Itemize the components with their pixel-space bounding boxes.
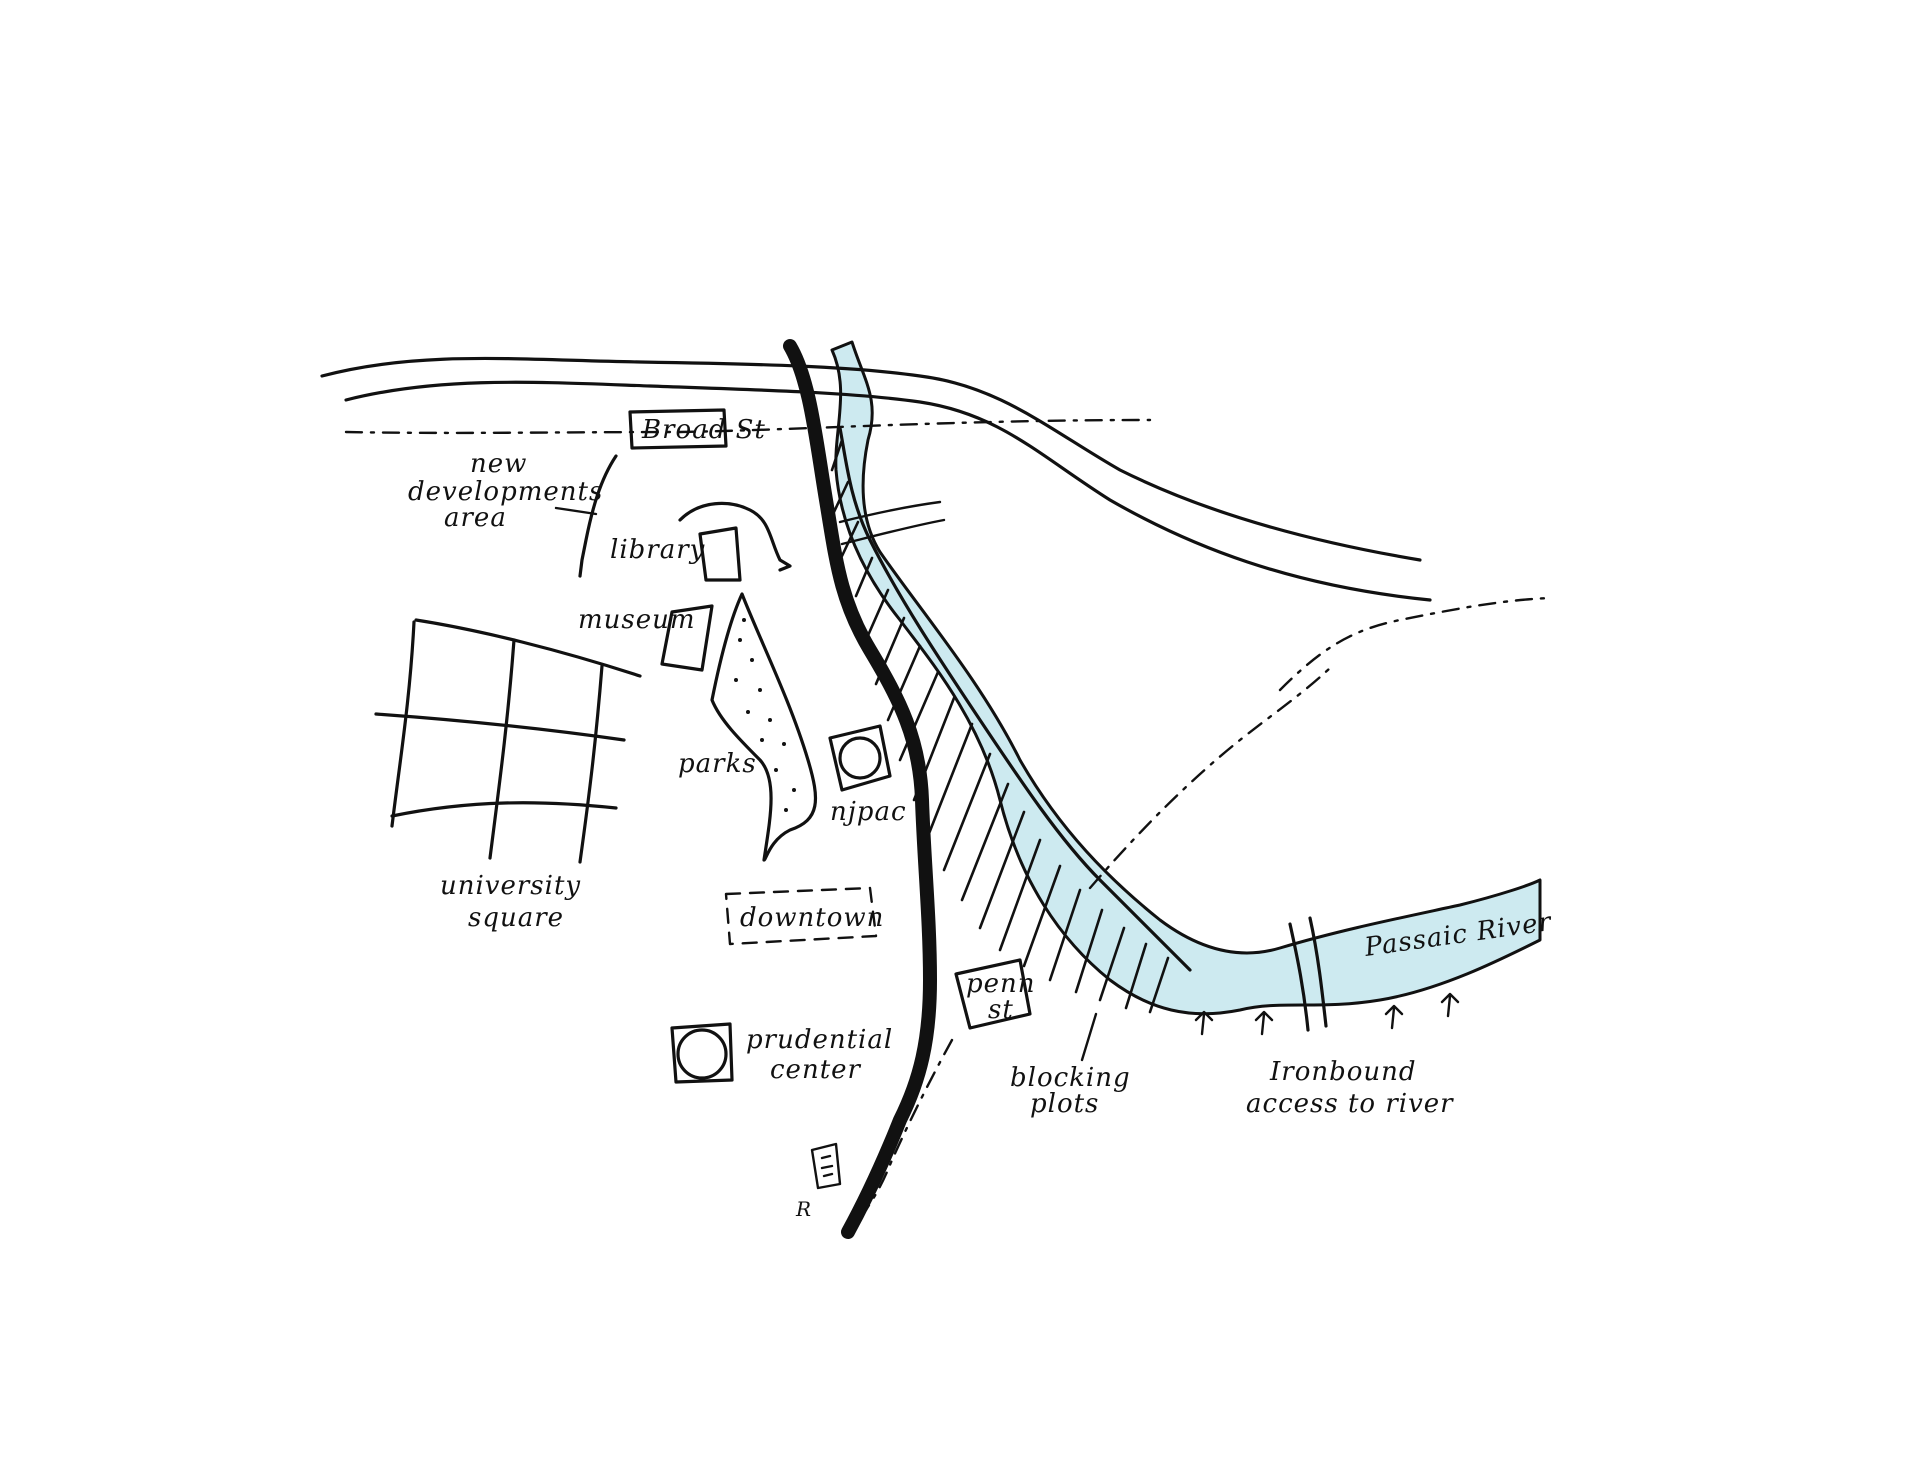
broad-st-corridor-line xyxy=(344,418,1152,435)
njpac-circle xyxy=(838,736,882,780)
broad-st-box xyxy=(628,408,728,450)
broad-st-label: Broad St xyxy=(641,415,766,445)
new-developments-label-1: new xyxy=(470,449,527,479)
new-developments-label-2: developments xyxy=(408,477,603,507)
park-area xyxy=(710,592,818,862)
university-square-label-2: square xyxy=(468,903,564,933)
ironbound-arrows xyxy=(1194,992,1460,1036)
prudential-center-circle xyxy=(676,1028,728,1080)
rail-line xyxy=(783,339,938,1239)
dash-line-east-lower xyxy=(1088,666,1332,890)
highway-upper-line-2 xyxy=(344,380,1432,602)
penn-st-box xyxy=(954,958,1032,1030)
downtown-label: downtown xyxy=(740,903,884,933)
new-developments-tick xyxy=(554,506,598,516)
university-square-label-1: university xyxy=(440,871,581,901)
museum-label: museum xyxy=(578,605,696,635)
highway-upper-line-1 xyxy=(320,356,1422,562)
penn-st-label-2: st xyxy=(988,995,1014,1025)
rail-station-mark xyxy=(820,1154,834,1178)
ironbound-label-1: Ironbound xyxy=(1269,1057,1417,1087)
new-developments-label-3: area xyxy=(444,503,507,533)
passaic-river xyxy=(830,340,1542,1016)
museum-building xyxy=(660,604,714,672)
library-label: library xyxy=(610,535,705,565)
dash-line-east-upper xyxy=(1278,596,1552,692)
prudential-label-2: center xyxy=(770,1055,862,1085)
dash-line-south xyxy=(864,1038,954,1212)
university-square-grid xyxy=(374,618,642,864)
ironbound-label-2: access to river xyxy=(1246,1089,1454,1119)
bridge-east-2 xyxy=(1308,916,1328,1028)
prudential-center-building xyxy=(670,1022,734,1084)
rail-marker-label: R xyxy=(795,1197,812,1221)
bridge-lower xyxy=(840,518,946,546)
library-block xyxy=(698,526,742,582)
rail-station-box xyxy=(810,1142,842,1190)
new-developments-bracket xyxy=(578,454,618,578)
bridge-upper xyxy=(838,500,942,524)
bridge-east-1 xyxy=(1288,922,1310,1032)
library-building xyxy=(678,501,792,572)
njpac-label: njpac xyxy=(830,797,907,827)
park-stipple xyxy=(734,618,796,812)
parks-label: parks xyxy=(678,749,757,779)
blocking-plots-leader xyxy=(1080,1012,1098,1062)
njpac-building xyxy=(828,724,892,792)
downtown-box xyxy=(724,886,878,946)
blocking-plots-label-2: plots xyxy=(1030,1089,1099,1119)
prudential-label-1: prudential xyxy=(746,1025,893,1055)
blocking-plots-label-1: blocking xyxy=(1010,1063,1131,1093)
penn-st-label-1: penn xyxy=(966,969,1036,999)
